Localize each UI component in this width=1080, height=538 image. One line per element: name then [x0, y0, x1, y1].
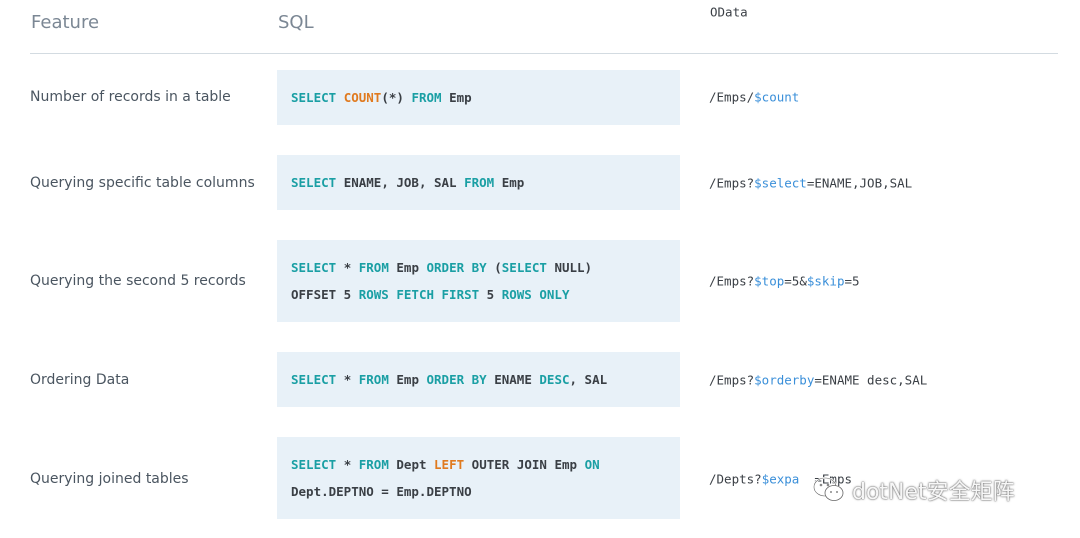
sql-token: OFFSET 5: [291, 287, 359, 302]
sql-token: FROM: [358, 457, 397, 472]
odata-token: =5&: [784, 273, 807, 289]
sql-token: SELECT: [501, 260, 555, 275]
sql-token: Dept: [396, 457, 435, 472]
sql-token: ORDER BY: [426, 372, 495, 387]
sql-code-block: SELECT * FROM Emp ORDER BY ENAME DESC, S…: [277, 352, 680, 407]
sql-token: COUNT: [343, 90, 382, 105]
header-divider: [30, 53, 1058, 54]
sql-token: OUTER JOIN Emp: [471, 457, 585, 472]
sql-code-block: SELECT * FROM Dept LEFT OUTER JOIN Emp O…: [277, 437, 680, 519]
odata-token: $select: [754, 175, 807, 191]
sql-token: *: [343, 260, 359, 275]
odata-token: =ENAME desc,SAL: [814, 372, 928, 388]
sql-token: *: [343, 372, 359, 387]
sql-token: Dept.DEPTNO = Emp.DEPTNO: [291, 484, 472, 499]
odata-token: /Depts?: [709, 471, 762, 487]
odata-token: $expa: [761, 471, 800, 487]
sql-token: ROWS ONLY: [501, 287, 570, 302]
watermark-text: dotNet安全矩阵: [852, 480, 1015, 505]
sql-token: (: [494, 260, 502, 275]
odata-token: /Emps?: [709, 273, 755, 289]
sql-token: 5: [486, 287, 502, 302]
sql-token: FROM: [411, 90, 450, 105]
sql-line: SELECT * FROM Emp ORDER BY ENAME DESC, S…: [291, 366, 680, 393]
sql-token: , SAL: [569, 372, 608, 387]
odata-token: /Emps/: [709, 89, 755, 105]
sql-token: FROM: [358, 372, 397, 387]
header-feature: Feature: [31, 12, 100, 33]
sql-line: OFFSET 5 ROWS FETCH FIRST 5 ROWS ONLY: [291, 281, 680, 308]
sql-token: Emp: [501, 175, 525, 190]
odata-token: $skip: [806, 273, 845, 289]
sql-token: NULL): [554, 260, 593, 275]
sql-code-block: SELECT ENAME, JOB, SAL FROM Emp: [277, 155, 680, 210]
odata-url: /Emps?$top=5&$skip=5: [709, 274, 860, 289]
sql-token: FROM: [358, 260, 397, 275]
header-sql: SQL: [278, 12, 314, 33]
sql-token: ENAME: [494, 372, 540, 387]
feature-label: Querying joined tables: [30, 471, 189, 487]
odata-url: /Depts?$expa =Emps: [709, 472, 852, 487]
sql-line: SELECT * FROM Emp ORDER BY (SELECT NULL): [291, 254, 680, 281]
sql-token: Emp: [396, 372, 427, 387]
sql-token: DESC: [539, 372, 570, 387]
odata-token: $top: [754, 273, 785, 289]
sql-token: ORDER BY: [426, 260, 495, 275]
odata-url: /Emps?$select=ENAME,JOB,SAL: [709, 176, 912, 191]
odata-url: /Emps?$orderby=ENAME desc,SAL: [709, 373, 927, 388]
sql-line: SELECT ENAME, JOB, SAL FROM Emp: [291, 169, 680, 196]
feature-label: Ordering Data: [30, 372, 130, 388]
sql-token: ROWS FETCH FIRST: [358, 287, 487, 302]
sql-token: SELECT: [291, 457, 344, 472]
sql-token: SELECT: [291, 260, 344, 275]
sql-line: Dept.DEPTNO = Emp.DEPTNO: [291, 478, 680, 505]
odata-token: $count: [754, 89, 800, 105]
wechat-icon: [813, 477, 844, 501]
sql-token: FROM: [464, 175, 502, 190]
sql-line: SELECT COUNT(*) FROM Emp: [291, 84, 680, 111]
sql-token: (*): [381, 90, 412, 105]
sql-code-block: SELECT * FROM Emp ORDER BY (SELECT NULL)…: [277, 240, 680, 322]
sql-token: SELECT: [291, 372, 344, 387]
sql-code-block: SELECT COUNT(*) FROM Emp: [277, 70, 680, 125]
odata-url: /Emps/$count: [709, 90, 799, 105]
odata-token: =ENAME,JOB,SAL: [806, 175, 913, 191]
sql-token: Emp: [396, 260, 427, 275]
feature-label: Number of records in a table: [30, 89, 231, 105]
sql-token: ON: [584, 457, 600, 472]
odata-token: /Emps?: [709, 372, 755, 388]
sql-token: SELECT: [291, 90, 344, 105]
sql-token: Emp: [449, 90, 472, 105]
odata-token: /Emps?: [709, 175, 755, 191]
odata-token: =5: [844, 273, 860, 289]
odata-token: $orderby: [754, 372, 815, 388]
sql-token: LEFT: [434, 457, 472, 472]
sql-line: SELECT * FROM Dept LEFT OUTER JOIN Emp O…: [291, 451, 680, 478]
header-odata: OData: [710, 4, 748, 20]
feature-label: Querying the second 5 records: [30, 273, 246, 289]
sql-token: *: [343, 457, 359, 472]
odata-token: =Emps: [799, 471, 853, 487]
sql-token: SELECT: [291, 175, 344, 190]
watermark: dotNet安全矩阵: [812, 474, 1015, 506]
sql-token: ENAME, JOB, SAL: [343, 175, 465, 190]
feature-label: Querying specific table columns: [30, 175, 255, 191]
